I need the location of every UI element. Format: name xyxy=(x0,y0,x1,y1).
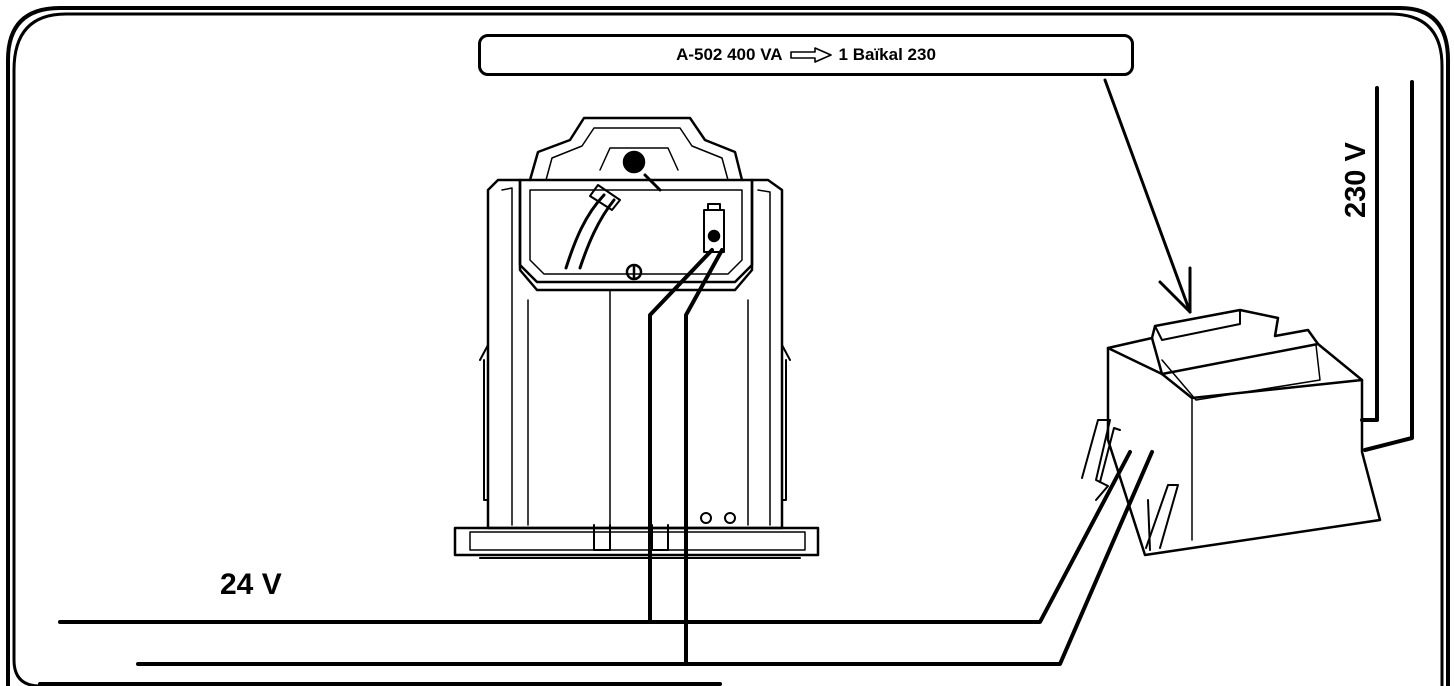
230v-supply-lines xyxy=(1360,80,1414,452)
voltage-24v-label: 24 V xyxy=(220,568,282,601)
device-housing xyxy=(453,116,820,559)
transformer xyxy=(1081,308,1382,557)
frame-inner-border xyxy=(12,12,1444,686)
label-target: 1 Baïkal 230 xyxy=(838,45,936,64)
transformer-label: A-502 400 VA 1 Baïkal 230 xyxy=(676,45,936,65)
voltage-230v-label: 230 V xyxy=(1340,142,1372,218)
device-cable xyxy=(648,248,724,666)
label-part: A-502 400 VA xyxy=(676,45,783,64)
frame-border xyxy=(6,6,1450,686)
hollow-arrow-right-icon xyxy=(789,47,833,63)
24v-output-lines xyxy=(58,450,1154,666)
transformer-label-box: A-502 400 VA 1 Baïkal 230 xyxy=(478,34,1134,76)
pointer-arrow xyxy=(1103,78,1192,314)
